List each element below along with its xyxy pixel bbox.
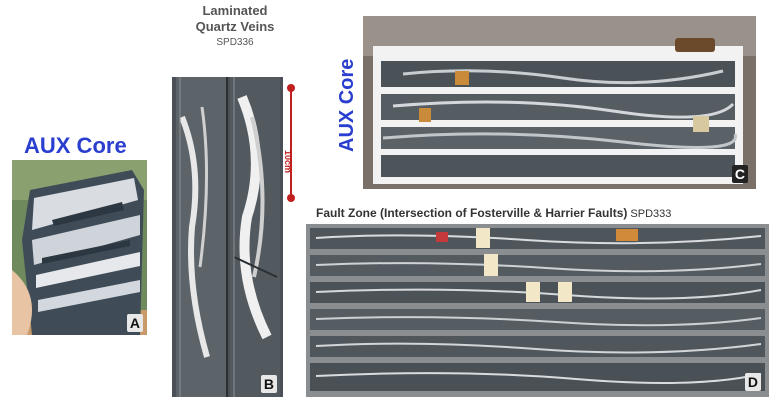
scale-bar bbox=[287, 84, 295, 202]
panel-a-title: AUX Core bbox=[24, 133, 127, 158]
panel-c-core-tray-photo: C bbox=[363, 16, 756, 189]
panel-b-title-line2: Quartz Veins bbox=[195, 19, 275, 34]
panel-c-title: AUX Core bbox=[336, 58, 358, 152]
panel-b-badge: B bbox=[260, 375, 277, 393]
panel-b-code: SPD336 bbox=[216, 37, 254, 48]
panel-d-core-tray-photo: D bbox=[306, 224, 769, 397]
panel-d-code: SPD333 bbox=[630, 208, 672, 220]
panel-a-badge: A bbox=[126, 314, 143, 332]
panel-d-badge: D bbox=[744, 373, 761, 391]
panel-b-title-line1: Laminated bbox=[202, 3, 268, 18]
panel-d-title: Fault Zone (Intersection of Fosterville … bbox=[316, 206, 671, 220]
panel-b-title: Laminated Quartz Veins bbox=[190, 3, 280, 35]
scale-label: 10cm bbox=[283, 150, 293, 174]
panel-d-title-text: Fault Zone (Intersection of Fosterville … bbox=[316, 206, 628, 220]
panel-b-core-photo: B bbox=[172, 77, 283, 397]
panel-c-badge: C bbox=[731, 165, 748, 183]
panel-a-core-photo: A bbox=[12, 160, 147, 335]
